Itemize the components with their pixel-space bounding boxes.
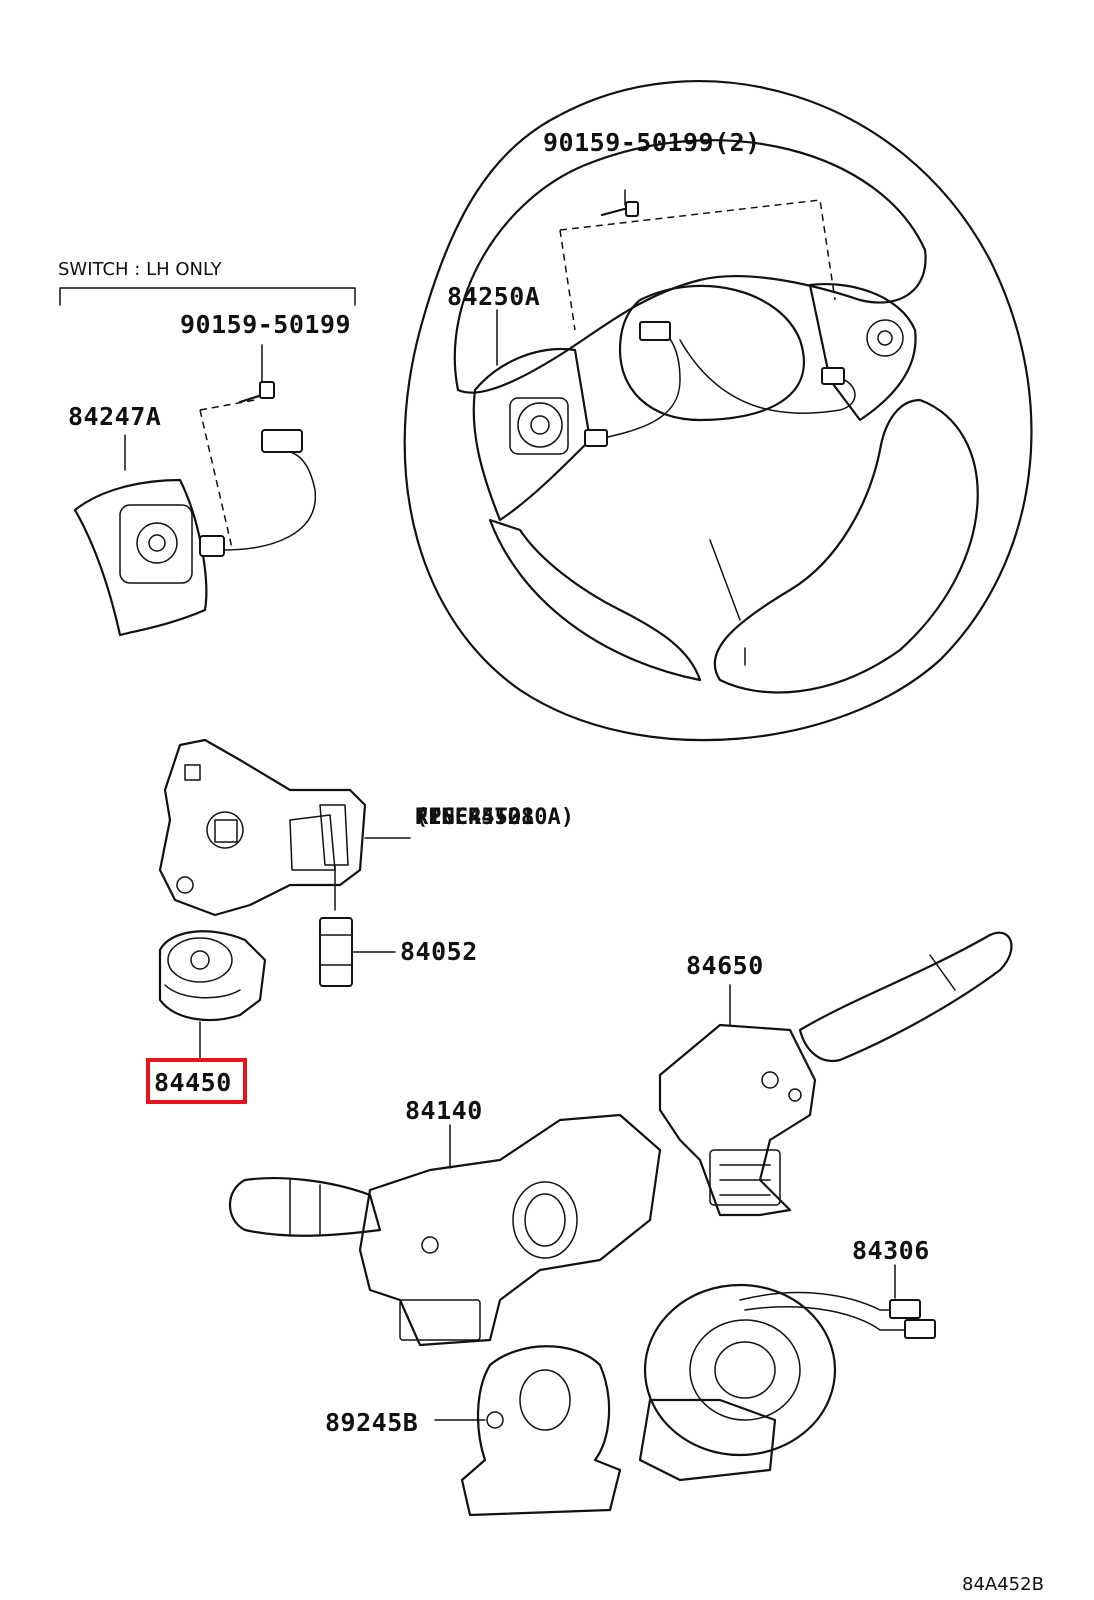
label-part-84247a[interactable]: 84247A [68, 402, 162, 431]
label-bolt-90159-50199[interactable]: 90159-50199 [180, 310, 352, 339]
label-bolt-90159-50199-2[interactable]: 90159-50199(2) [543, 128, 761, 157]
highlight-box-84450 [146, 1058, 247, 1104]
label-part-84052[interactable]: 84052 [400, 937, 478, 966]
label-part-84650[interactable]: 84650 [686, 951, 764, 980]
label-switch-lh-only: SWITCH : LH ONLY [58, 259, 222, 280]
spiral-cable-84306-drawing [638, 1264, 936, 1482]
label-part-84306[interactable]: 84306 [852, 1236, 930, 1265]
label-part-84140[interactable]: 84140 [405, 1096, 483, 1125]
headlamp-switch-84140-drawing [229, 1113, 662, 1347]
label-part-89245b[interactable]: 89245B [325, 1408, 419, 1437]
refer-line-2: FIG 45-01 [415, 805, 535, 830]
refer-line-3: (PNC 45280A) [415, 805, 574, 830]
label-part-84250a[interactable]: 84250A [447, 282, 541, 311]
figure-code: 84A452B [962, 1574, 1044, 1595]
label-part-84450[interactable]: 84450 [154, 1068, 232, 1097]
refer-line-1: REFER TO [415, 805, 521, 830]
lh-switch-drawing [59, 287, 356, 637]
steering-wheel-drawing [403, 80, 1033, 742]
steering-sensor-89245b-drawing [434, 1345, 622, 1517]
connector-84052-drawing [319, 917, 396, 987]
wiper-switch-84650-drawing [658, 931, 1013, 1217]
column-bracket-drawing [158, 738, 411, 917]
ignition-switch-84450-drawing [158, 930, 267, 1059]
